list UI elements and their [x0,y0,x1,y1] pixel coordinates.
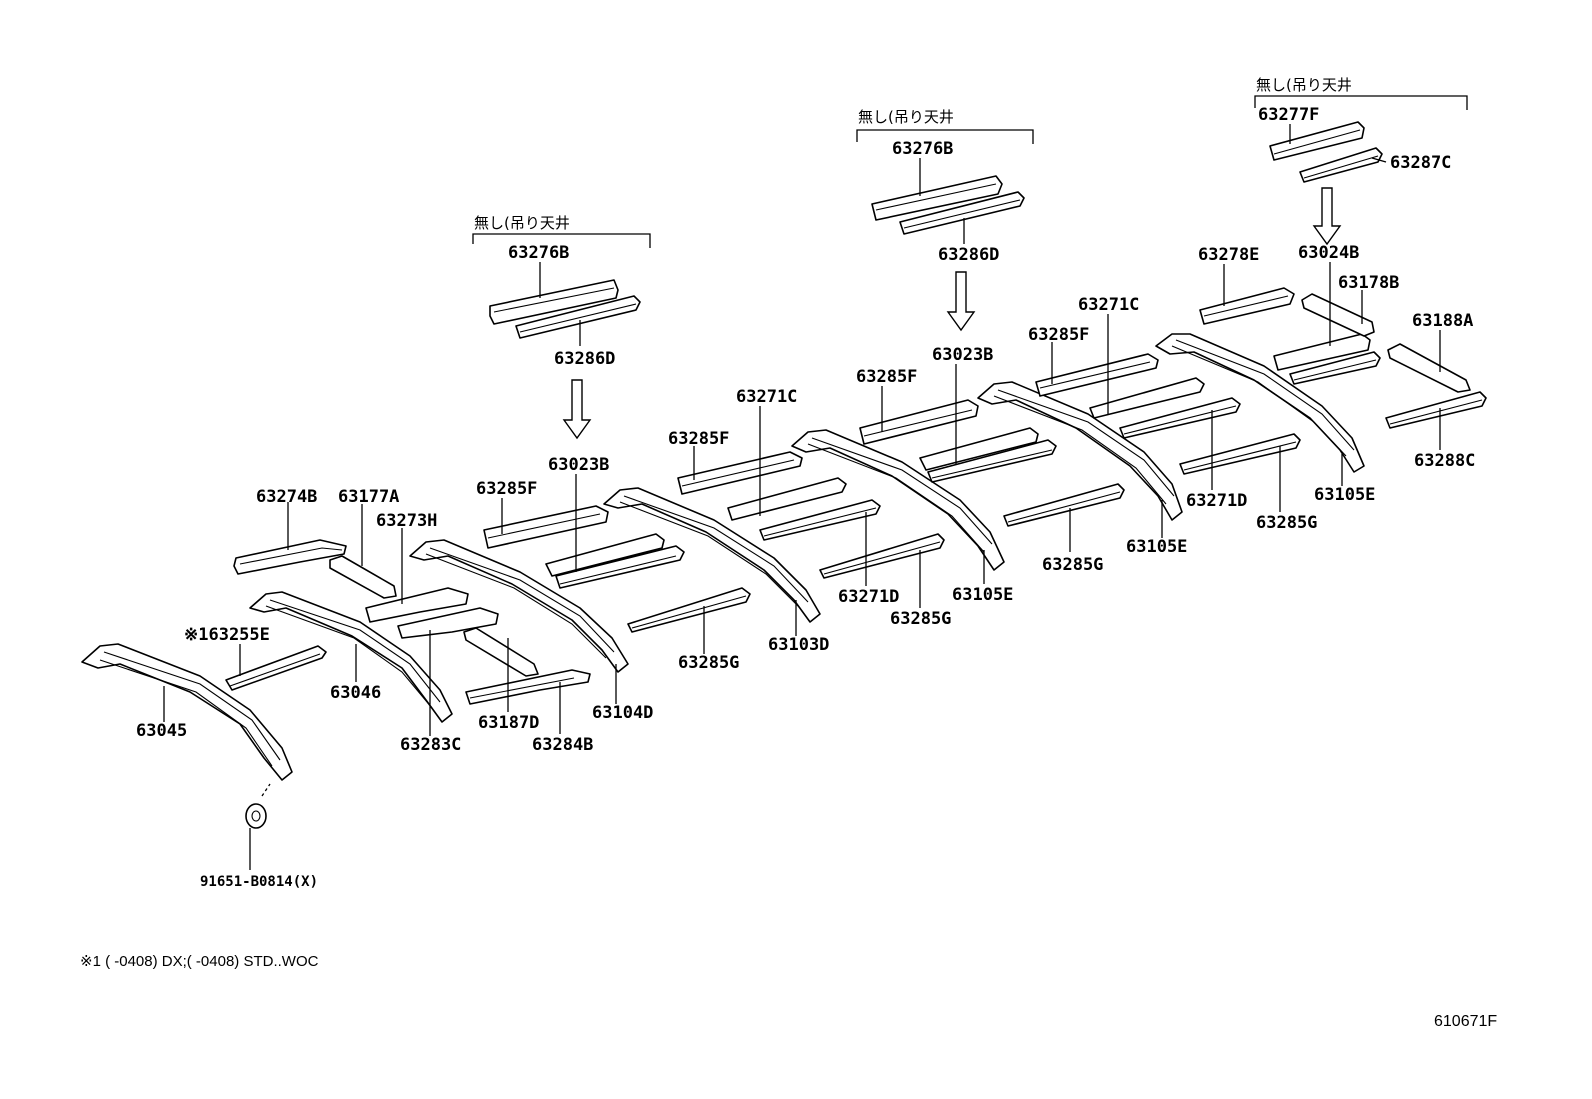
part-label: 63276B [508,243,569,263]
down-arrow-icon [562,379,592,440]
roof-bow-63105E-b [977,381,1183,521]
bracket-label: 無し(吊り天井 [858,108,954,126]
part-label: 63024B [1298,243,1359,263]
bracket-label: 無し(吊り天井 [1256,76,1352,94]
part-label: 63046 [330,683,381,703]
part-label: 63178B [1338,273,1399,293]
part-label: 63287C [1390,153,1451,173]
part-label: 63277F [1258,105,1319,125]
part-label: 91651-B0814(X) [200,874,318,890]
footnote: ※1 ( -0408) DX;( -0408) STD..WOC [80,953,319,970]
roof-bow-63045 [81,643,293,781]
part-label: 63285F [856,367,917,387]
part-label: 63104D [592,703,653,723]
part-label: 63286D [554,349,615,369]
part-label: 63274B [256,487,317,507]
part-label: 63271C [1078,295,1139,315]
bracket-group-3: 無し(吊り天井 [1254,76,1468,110]
clip-icon [245,783,271,829]
bracket-group-2: 無し(吊り天井 [856,108,1034,144]
part-label: 63285G [678,653,739,673]
part-label: 63105E [1314,485,1375,505]
part-label: 63285G [1042,555,1103,575]
part-label: 63285G [1256,513,1317,533]
roof-bow-63105E-c [1155,333,1365,473]
roof-bow-63046 [249,591,453,723]
part-label: 63278E [1198,245,1259,265]
part-label: 63023B [548,455,609,475]
part-label: 63045 [136,721,187,741]
part-label: 63284B [532,735,593,755]
part-label: 63187D [478,713,539,733]
part-label: 63273H [376,511,437,531]
part-label: 63105E [1126,537,1187,557]
down-arrow-icon [946,271,976,332]
callout-labels: 63045 63046 63104D 63103D 63105E 63105E … [136,105,1475,890]
part-label: 63285F [668,429,729,449]
part-label: 63188A [1412,311,1473,331]
roof-bow-63105E-a [791,429,1005,571]
part-label: 63023B [932,345,993,365]
cross-members [225,121,1487,705]
part-label: 63271D [838,587,899,607]
part-label: 63283C [400,735,461,755]
part-label: 63271D [1186,491,1247,511]
diagram-reference: 610671F [1434,1013,1497,1030]
part-label: 63103D [768,635,829,655]
part-label: 63105E [952,585,1013,605]
part-label: 63288C [1414,451,1475,471]
bracket-label: 無し(吊り天井 [474,214,570,232]
part-label: 63177A [338,487,399,507]
part-label: 63271C [736,387,797,407]
part-label: 63286D [938,245,999,265]
roof-bow-63104D [409,539,629,673]
part-label: 63285F [1028,325,1089,345]
part-label: 63285G [890,609,951,629]
part-label: 63276B [892,139,953,159]
part-label: ※163255E [184,625,270,645]
roof-bow-63103D [603,487,821,623]
part-label: 63285F [476,479,537,499]
leader-lines [163,124,1441,870]
down-arrow-icon [1312,187,1342,246]
bracket-group-1: 無し(吊り天井 [472,214,651,248]
